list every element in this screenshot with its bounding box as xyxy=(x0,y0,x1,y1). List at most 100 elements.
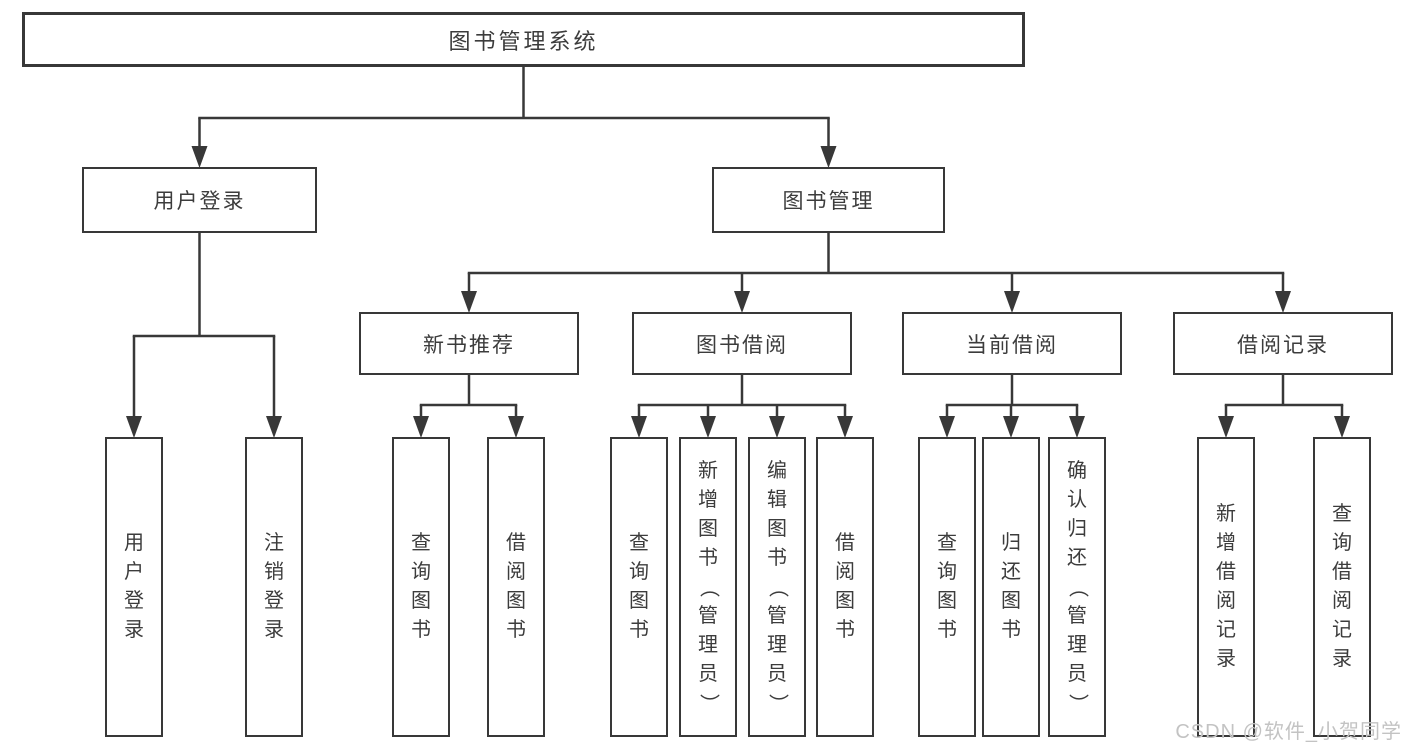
node-label-char: 查 xyxy=(629,532,649,554)
node-label-char: 记 xyxy=(1216,619,1236,641)
node-label-char: 销 xyxy=(264,561,284,583)
node-label: 用户登录 xyxy=(153,190,246,213)
node-label-char: 阅 xyxy=(835,561,855,583)
arrowhead-icon xyxy=(266,416,282,438)
node-label-char: 询 xyxy=(937,561,957,583)
node-label-char: 还 xyxy=(1067,546,1087,569)
node-label-char: 员 xyxy=(1067,662,1087,685)
node-label: 图书管理系统 xyxy=(448,28,599,54)
arrowhead-icon xyxy=(1069,416,1085,438)
node-leaf-cur-confirm: 确认归还 （ 管理员 ） xyxy=(1048,437,1106,737)
node-label-char: 用 xyxy=(124,532,144,554)
arrowhead-icon xyxy=(1218,416,1234,438)
node-label-char: 归 xyxy=(1067,517,1087,540)
node-label-char: 登 xyxy=(124,590,144,612)
node-label-char: ） xyxy=(766,693,789,713)
node-label-char: 记 xyxy=(1332,619,1352,641)
arrowhead-icon xyxy=(820,146,837,168)
node-current: 当前借阅 xyxy=(902,312,1122,375)
node-label-char: 图 xyxy=(411,590,431,612)
node-leaf-cur-query: 查询图书 xyxy=(918,437,976,737)
node-label-char: 新 xyxy=(698,459,718,482)
node-label-char: 理 xyxy=(767,633,787,656)
node-label-char: 员 xyxy=(767,662,787,685)
node-label-char: 辑 xyxy=(767,488,787,511)
node-label-char: 借 xyxy=(506,532,526,554)
arrowhead-icon xyxy=(1334,416,1350,438)
node-login: 用户登录 xyxy=(82,167,317,233)
arrowhead-icon xyxy=(631,416,647,438)
node-label-char: 询 xyxy=(629,561,649,583)
node-label-char: 书 xyxy=(506,619,526,641)
node-label-char: 新 xyxy=(1216,503,1236,525)
node-label-char: 图 xyxy=(506,590,526,612)
arrowhead-icon xyxy=(461,291,477,313)
node-label-char: 书 xyxy=(1001,619,1021,641)
node-label-char: ） xyxy=(1066,693,1089,713)
node-label-char: ） xyxy=(697,693,720,713)
arrowhead-icon xyxy=(126,416,142,438)
node-label-char: 图 xyxy=(1001,590,1021,612)
node-leaf-cur-return: 归还图书 xyxy=(982,437,1040,737)
node-label-char: 登 xyxy=(264,590,284,612)
node-label-char: （ xyxy=(766,577,789,597)
node-label-char: 查 xyxy=(411,532,431,554)
node-label-char: 理 xyxy=(698,633,718,656)
node-label-char: 增 xyxy=(1216,532,1236,554)
node-label-char: 书 xyxy=(835,619,855,641)
node-label-char: 查 xyxy=(937,532,957,554)
node-label-char: 管 xyxy=(767,604,787,627)
node-mgmt: 图书管理 xyxy=(712,167,945,233)
node-label-char: （ xyxy=(1066,577,1089,597)
arrowhead-icon xyxy=(734,291,750,313)
node-label-char: 户 xyxy=(124,561,144,583)
node-label-char: 员 xyxy=(698,662,718,685)
node-label-char: （ xyxy=(697,577,720,597)
node-leaf-bw-query: 查询图书 xyxy=(610,437,668,737)
node-label-char: 确 xyxy=(1067,459,1087,482)
node-leaf-logout: 注销登录 xyxy=(245,437,303,737)
node-leaf-nb-query: 查询图书 xyxy=(392,437,450,737)
node-label-char: 图 xyxy=(767,517,787,540)
node-label-char: 书 xyxy=(937,619,957,641)
node-leaf-bw-edit: 编辑图书（管理员） xyxy=(748,437,806,737)
arrowhead-icon xyxy=(191,146,208,168)
arrowhead-icon xyxy=(413,416,429,438)
node-leaf-bw-borrow: 借阅图书 xyxy=(816,437,874,737)
arrowhead-icon xyxy=(1004,291,1020,313)
node-label-char: 还 xyxy=(1001,561,1021,583)
node-label-char: 阅 xyxy=(1332,590,1352,612)
node-label-char: 书 xyxy=(411,619,431,641)
arrowhead-icon xyxy=(1275,291,1291,313)
node-label-char: 管 xyxy=(1067,604,1087,627)
node-label-char: 认 xyxy=(1067,488,1087,511)
node-label-char: 借 xyxy=(1216,561,1236,583)
node-label: 新书推荐 xyxy=(423,333,515,357)
node-label-char: 归 xyxy=(1001,532,1021,554)
node-label-char: 阅 xyxy=(506,561,526,583)
watermark: CSDN @软件_小贺同学 xyxy=(1175,721,1402,743)
node-leaf-rec-query: 查询借阅记录 xyxy=(1313,437,1371,737)
node-label: 借阅记录 xyxy=(1237,333,1329,357)
node-newbook: 新书推荐 xyxy=(359,312,579,375)
node-label-char: 理 xyxy=(1067,633,1087,656)
arrowhead-icon xyxy=(508,416,524,438)
node-label-char: 录 xyxy=(264,619,284,641)
arrowhead-icon xyxy=(769,416,785,438)
node-label-char: 借 xyxy=(1332,561,1352,583)
node-leaf-nb-borrow: 借阅图书 xyxy=(487,437,545,737)
node-label-char: 图 xyxy=(698,517,718,540)
arrowhead-icon xyxy=(1003,416,1019,438)
node-label-char: 书 xyxy=(767,546,787,569)
arrowhead-icon xyxy=(939,416,955,438)
node-label-char: 阅 xyxy=(1216,590,1236,612)
node-leaf-rec-add: 新增借阅记录 xyxy=(1197,437,1255,737)
node-records: 借阅记录 xyxy=(1173,312,1393,375)
node-label-char: 询 xyxy=(1332,532,1352,554)
node-label-char: 书 xyxy=(629,619,649,641)
node-label: 当前借阅 xyxy=(966,333,1058,357)
node-label-char: 图 xyxy=(937,590,957,612)
node-leaf-bw-add: 新增图书（管理员） xyxy=(679,437,737,737)
